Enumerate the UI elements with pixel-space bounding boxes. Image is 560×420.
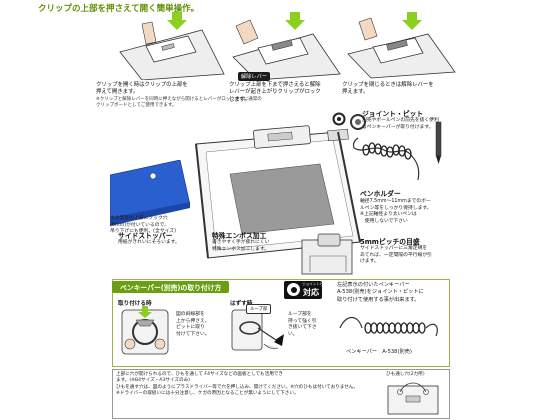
clipboard-blue-corner bbox=[110, 160, 190, 226]
attach-desc: 図の斜線部を 上から押さえ、 ピットに取り 付けて下さい。 bbox=[176, 312, 210, 338]
remove-label: はずす時 bbox=[230, 301, 253, 307]
pen-keeper-product-illustration bbox=[339, 316, 438, 337]
step-1-illustration bbox=[112, 12, 227, 80]
badge-main-text: 対応 bbox=[303, 288, 319, 297]
step-2-caption: クリップ上部を下まで押さえると解除 レバーが起き上がりクリップがロック します。 bbox=[229, 82, 321, 103]
string-hole-illustration bbox=[387, 382, 439, 415]
attach-illustration bbox=[121, 306, 169, 355]
mount-intro: 左記表示の付いたペンキーパー A-538(別売)をジョイント・ピットに 取り付け… bbox=[337, 282, 424, 303]
emboss-desc: 書きやすく手が疲れにくい 特殊エンボス加工します。 bbox=[212, 240, 270, 252]
attach-label: 取り付ける時 bbox=[118, 301, 152, 307]
loop-part-tag: ループ部 bbox=[246, 304, 272, 314]
joint-pit-label: ジョイント・ピット bbox=[362, 110, 424, 118]
pen-holder-label: ペンホルダー bbox=[360, 190, 401, 198]
pitch-label: 5mmピッチの目盛 bbox=[360, 238, 420, 246]
pen-holder-detail bbox=[301, 233, 353, 275]
step-1-caption: クリップを開く時はクリップの上部を 押えて開きます。 bbox=[96, 82, 188, 96]
joint-pit-badge: ジョイントピット 対応 bbox=[284, 281, 331, 299]
mount-title: ペンキーパー(別売)の取り付け方 bbox=[112, 281, 230, 293]
string-hole-label: ひも通し穴(2カ所) bbox=[386, 372, 425, 377]
pen-keeper-strap-illustration bbox=[350, 114, 442, 181]
pen-holder-desc: 軸径7.5mm〜11mmまでのボー ルペン等をしっかり保持します。 ※上記軸径よ… bbox=[360, 199, 432, 225]
step-2-illustration: 解除レバー bbox=[228, 12, 343, 81]
side-stopper-label: サイドストッパー bbox=[118, 232, 173, 240]
step-3-illustration bbox=[343, 12, 458, 80]
joint-pit-icon bbox=[332, 112, 346, 126]
joint-pit-desc: 別売やボールペンの前先を抜く便利 なペンキーパーが取り付けます。 bbox=[362, 118, 439, 130]
clipboard-main-illustration bbox=[195, 125, 361, 259]
remove-desc: ループ部を 持って強く引 き抜いて下さ い。 bbox=[288, 312, 317, 338]
page-title: クリップの上部を押さえて開く簡単操作。 bbox=[38, 4, 200, 14]
emboss-label: 特殊エンボス加工 bbox=[212, 232, 267, 240]
bottom-note-text: 上部に穴が開けられるので、ひもを通して F4サイズなどの画板としても活用でき ま… bbox=[116, 372, 358, 397]
release-lever-tag: 解除レバー bbox=[238, 72, 270, 81]
step-3-caption: クリップを閉じるときは解除レバーを 押えます。 bbox=[342, 82, 434, 96]
step-1-note: ※クリップと解除レバーを同時に押えながら開けるとレバーがロックせずに通常の クリ… bbox=[96, 97, 262, 109]
pen-keeper-product-label: ペンキーパー A-538(別売) bbox=[346, 349, 412, 355]
side-stopper-desc: 用紙がきれいにそろいます。 bbox=[118, 240, 180, 245]
badge-pit-icon bbox=[287, 283, 300, 296]
hook-hole-text: 本体裏面の上部にフック穴 (8mm)が付いているので、 吊り下げにも便利。(全サ… bbox=[110, 216, 176, 235]
pitch-desc: サイドストッパーに三角定規を あてれば、一定間隔の平行線が引 けます。 bbox=[360, 246, 432, 265]
badge-top-text: ジョイントピット bbox=[302, 282, 331, 286]
